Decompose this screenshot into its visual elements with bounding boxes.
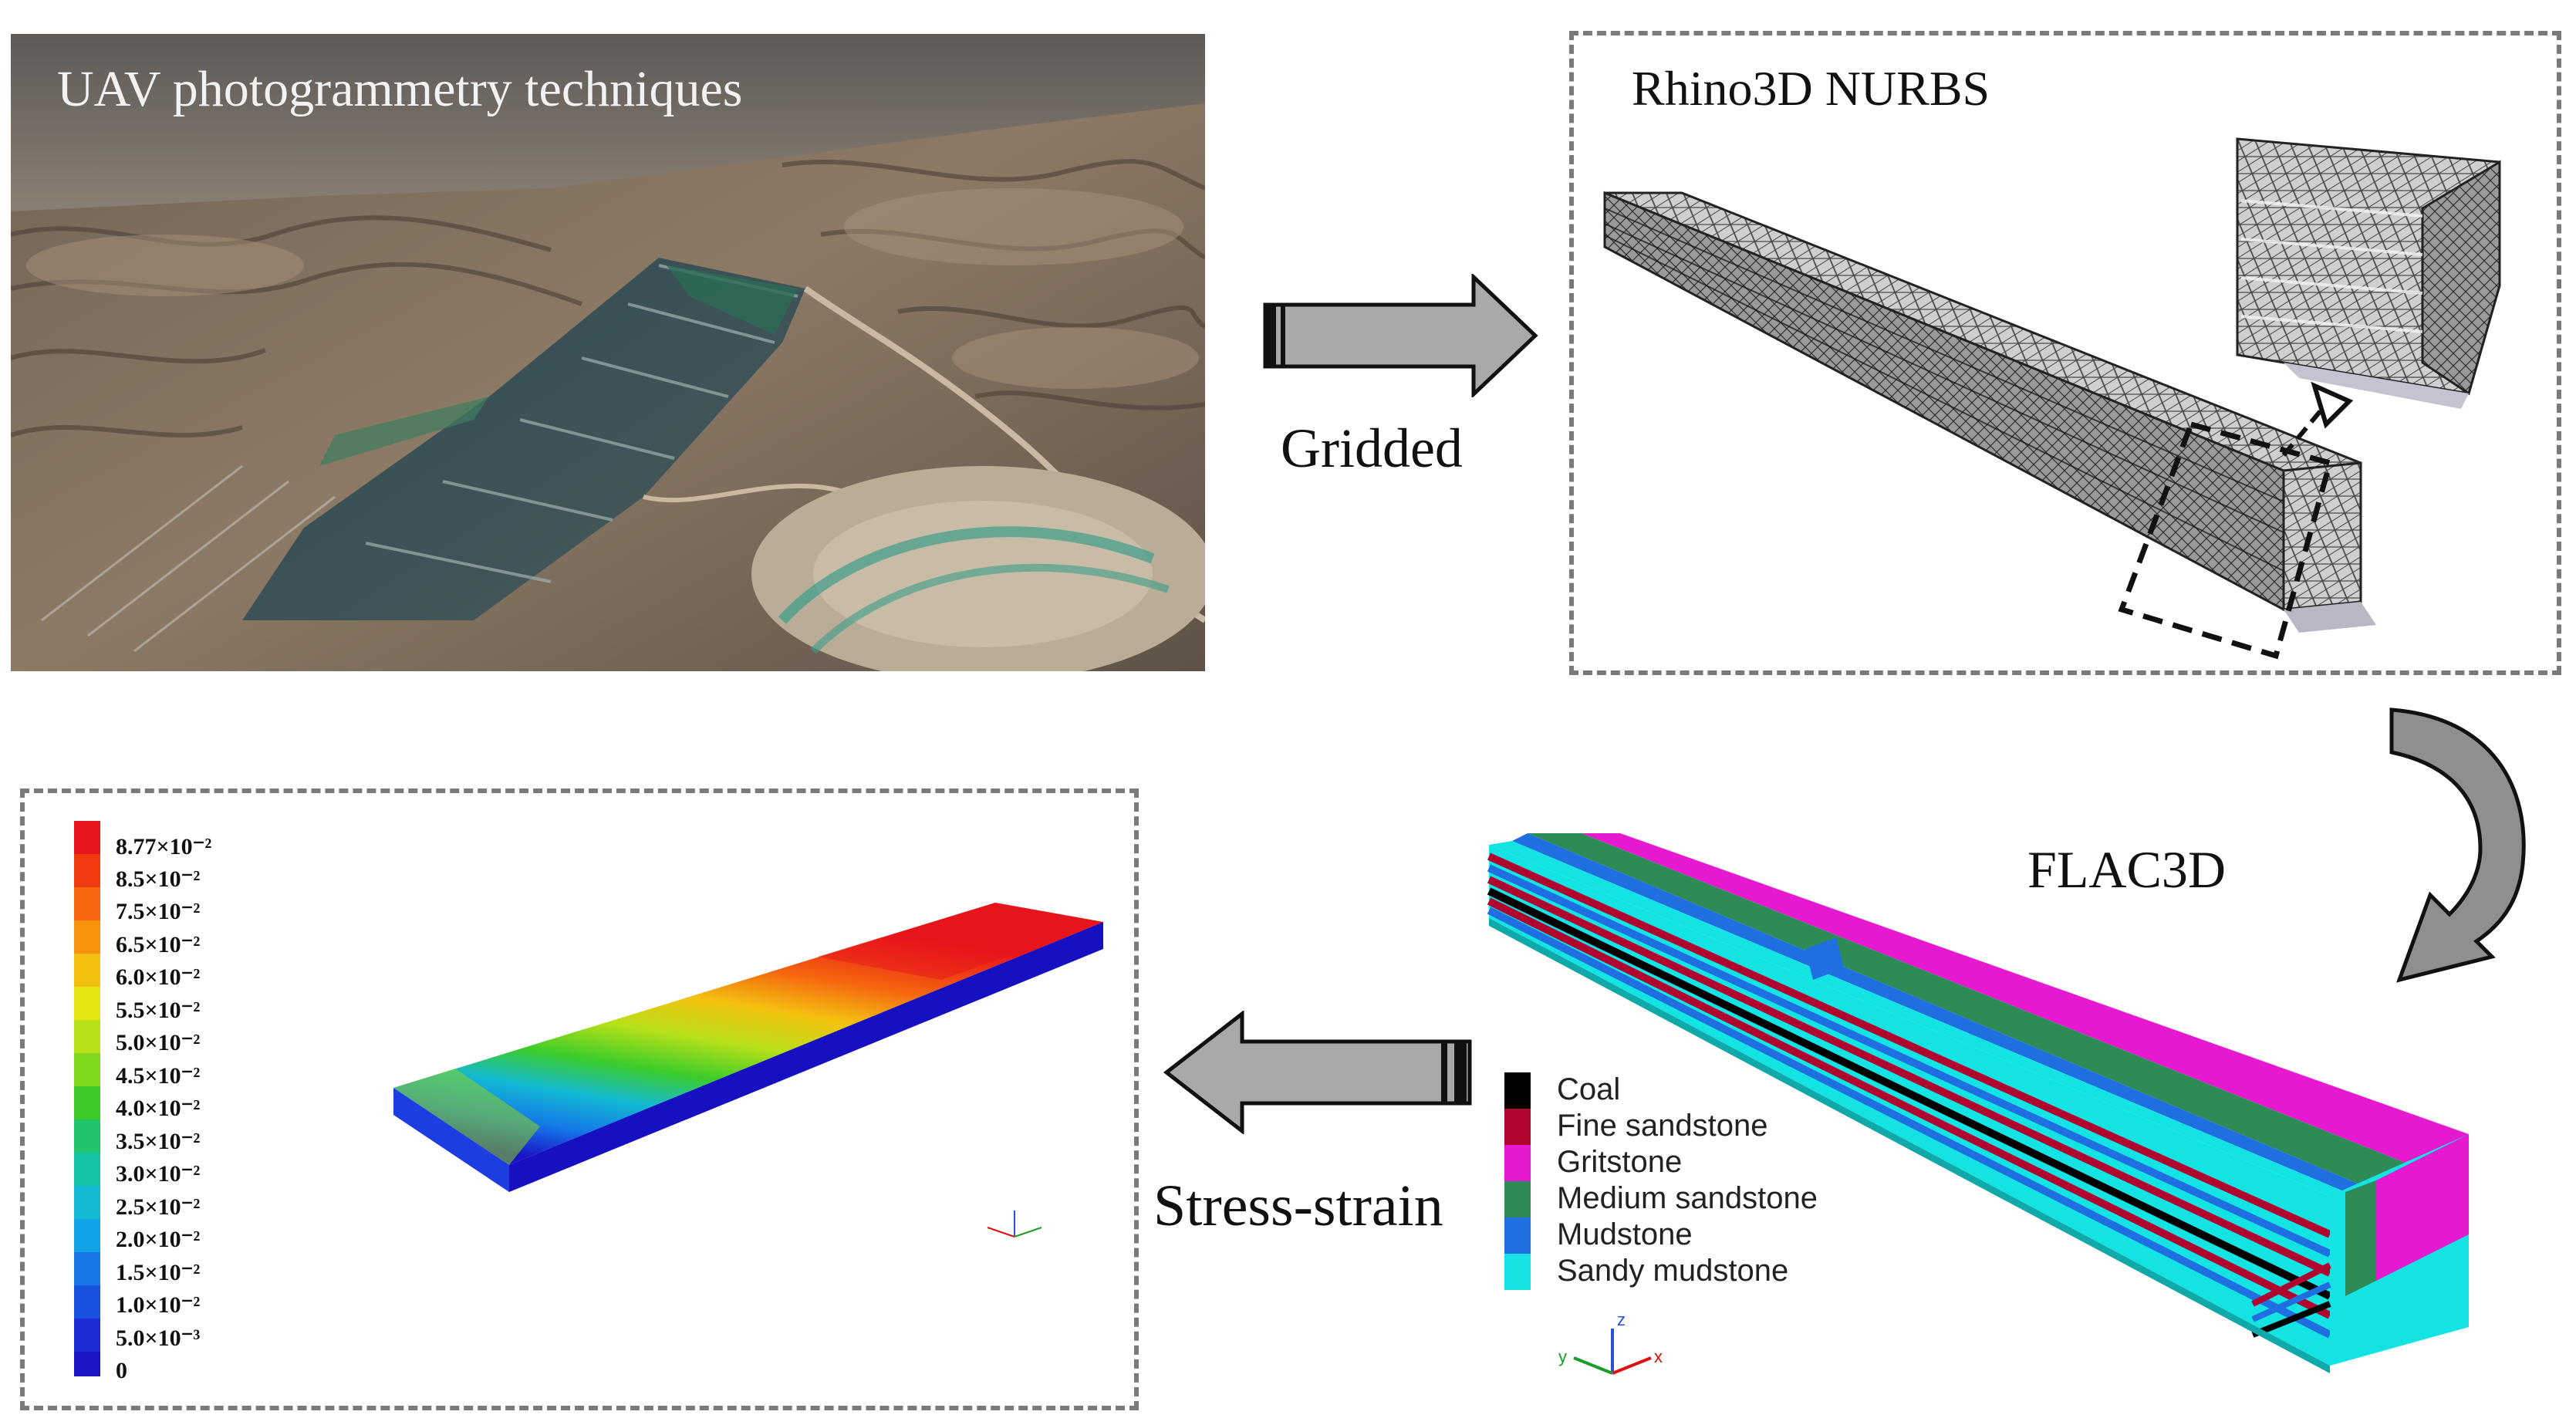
material-label: Gritstone xyxy=(1557,1145,1683,1179)
colorbar-tick-label: 7.5×10⁻² xyxy=(116,899,201,924)
flac-layered-model xyxy=(1487,833,2469,1373)
stress-strain-label: Stress-strain xyxy=(1153,1173,1443,1238)
colorbar-tick-label: 1.5×10⁻² xyxy=(116,1260,201,1285)
material-label: Mudstone xyxy=(1557,1217,1693,1251)
rhino-zoom-inset xyxy=(2236,137,2501,409)
axis-x-label: x xyxy=(1654,1347,1663,1366)
colorbar-swatch xyxy=(74,1219,100,1252)
material-swatch-medium-sandstone xyxy=(1504,1181,1531,1217)
colorbar-swatch xyxy=(74,1186,100,1219)
material-label: Fine sandstone xyxy=(1557,1109,1768,1143)
colorbar-tick-label: 3.5×10⁻² xyxy=(116,1129,201,1154)
colorbar-tick-label: 4.5×10⁻² xyxy=(116,1063,201,1089)
flac-panel-title: FLAC3D xyxy=(2027,840,2226,899)
colorbar-swatch xyxy=(74,987,100,1020)
colorbar-tick-label: 6.5×10⁻² xyxy=(116,932,201,957)
material-label: Coal xyxy=(1557,1072,1621,1106)
colorbar-tick-label: 0 xyxy=(116,1358,127,1383)
stress-strain-arrow xyxy=(1163,1011,1472,1134)
colorbar-tick-label: 1.0×10⁻² xyxy=(116,1292,201,1318)
colorbar-swatch xyxy=(74,1319,100,1352)
gridded-arrow xyxy=(1263,274,1538,397)
material-swatch-mudstone xyxy=(1504,1217,1531,1254)
colorbar-tick-label: 5.0×10⁻³ xyxy=(116,1325,201,1351)
colorbar-swatch xyxy=(74,1285,100,1319)
material-swatch-fine-sandstone xyxy=(1504,1109,1531,1145)
material-legend: Coal Fine sandstone Gritstone Medium san… xyxy=(1504,1072,1859,1304)
colorbar-swatch xyxy=(74,920,100,954)
colorbar-tick-label: 6.0×10⁻² xyxy=(116,964,201,990)
axis-y-label: y xyxy=(1558,1347,1567,1366)
colorbar-swatch xyxy=(74,821,100,854)
rhino-mesh-model xyxy=(1603,137,2501,660)
terrain-photo xyxy=(10,34,1214,682)
material-swatch-coal xyxy=(1504,1072,1531,1109)
colorbar-swatch xyxy=(74,954,100,987)
colorbar-swatch xyxy=(74,1119,100,1153)
colorbar-tick-label: 8.5×10⁻² xyxy=(116,866,201,892)
strain-contour-model xyxy=(393,903,1103,1192)
axis-z-label: z xyxy=(1617,1312,1626,1329)
result-panel xyxy=(20,788,1139,1410)
gridded-label: Gridded xyxy=(1281,417,1463,479)
uav-panel-title: UAV photogrammetry techniques xyxy=(57,61,743,117)
colorbar-tick-label: 2.5×10⁻² xyxy=(116,1194,201,1220)
uav-photo-panel: UAV photogrammetry techniques xyxy=(10,34,1214,682)
colorbar-swatch xyxy=(74,1053,100,1086)
colorbar-tick-label: 5.0×10⁻² xyxy=(116,1030,201,1055)
colorbar-tick-label: 5.5×10⁻² xyxy=(116,998,201,1023)
material-label: Medium sandstone xyxy=(1557,1181,1818,1215)
colorbar-tick-label: 4.0×10⁻² xyxy=(116,1096,201,1121)
colorbar-swatch xyxy=(74,887,100,920)
rhino-panel xyxy=(1569,31,2561,675)
colorbar-swatch xyxy=(74,1020,100,1053)
colorbar-tick-label: 8.77×10⁻² xyxy=(116,834,212,859)
colorbar-swatch xyxy=(74,854,100,887)
colorbar-tick-label: 3.0×10⁻² xyxy=(116,1161,201,1187)
material-swatch-sandy-mudstone xyxy=(1504,1254,1531,1290)
colorbar-swatch xyxy=(74,1252,100,1285)
axis-triad-result xyxy=(987,1211,1042,1238)
colorbar-swatch xyxy=(74,1352,100,1376)
colorbar-swatch xyxy=(74,1153,100,1186)
material-label: Sandy mudstone xyxy=(1557,1254,1789,1288)
curved-arrow xyxy=(2389,707,2526,983)
colorbar xyxy=(74,821,105,1376)
rhino-panel-title: Rhino3D NURBS xyxy=(1632,61,1990,116)
material-swatch-gritstone xyxy=(1504,1145,1531,1181)
colorbar-tick-label: 2.0×10⁻² xyxy=(116,1227,201,1252)
axis-triad-flac: z x y xyxy=(1558,1312,1663,1375)
colorbar-swatch xyxy=(74,1086,100,1119)
